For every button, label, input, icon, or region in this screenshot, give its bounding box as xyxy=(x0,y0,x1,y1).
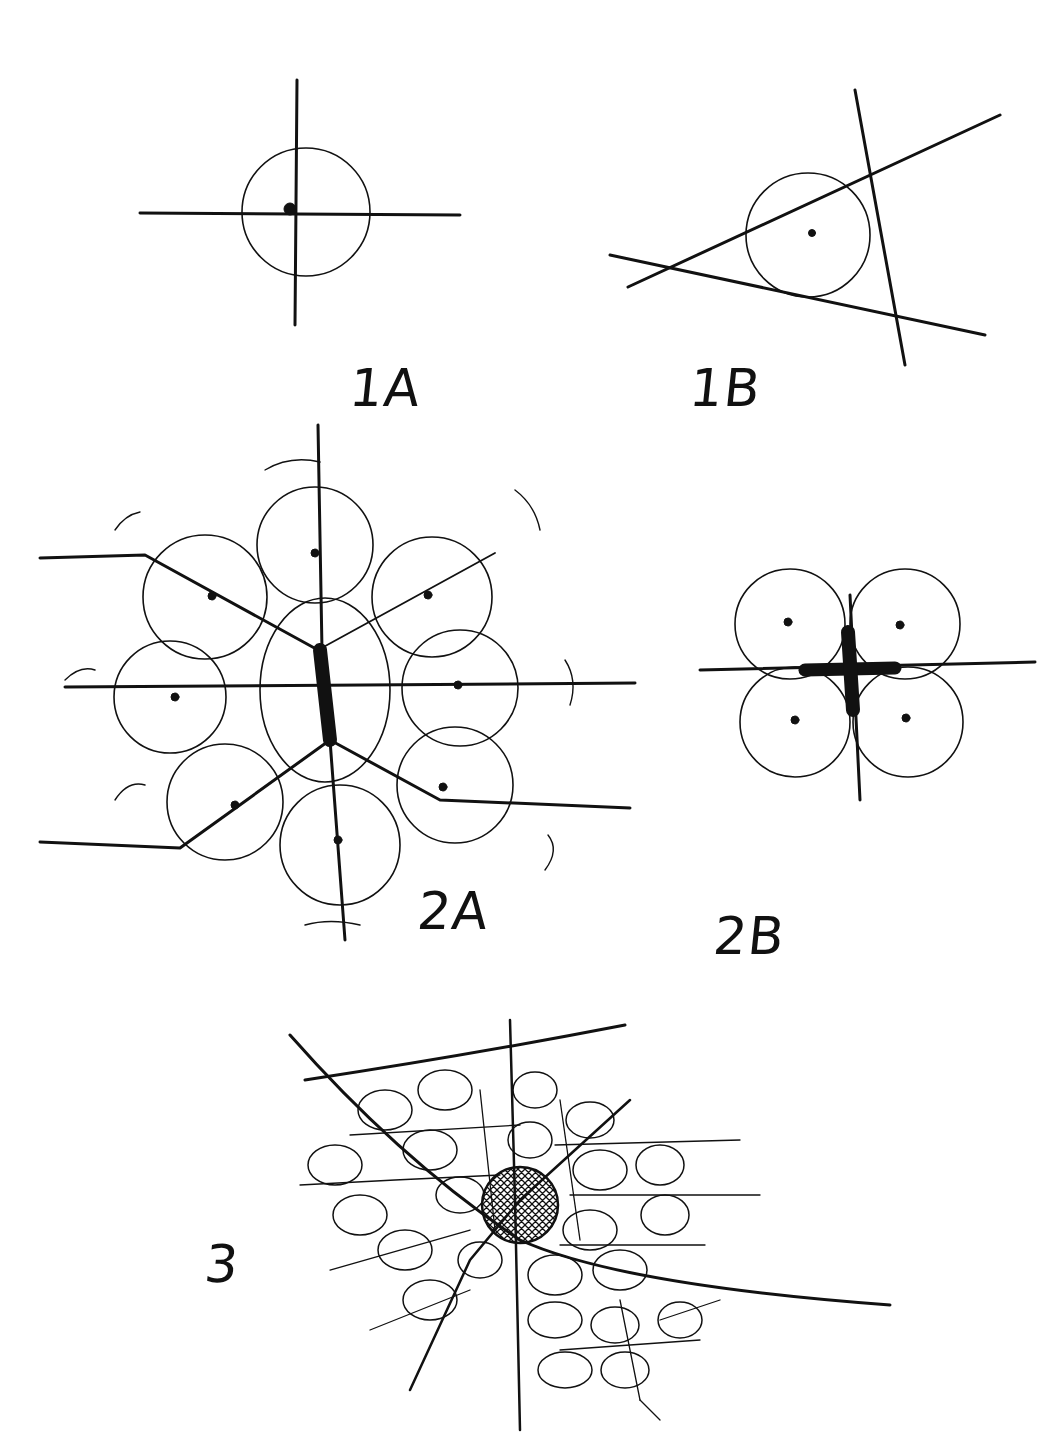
figure-label: 2A xyxy=(415,885,491,937)
figure-2b xyxy=(700,569,1035,800)
figure-1b xyxy=(610,90,1000,365)
figure-3 xyxy=(290,1020,890,1430)
figure-label: 1A xyxy=(347,362,423,414)
figure-label: 1B xyxy=(687,362,763,414)
figure-label: 2B xyxy=(711,910,787,962)
figure-label: 3 xyxy=(202,1238,242,1290)
figure-2a xyxy=(40,425,635,940)
figure-1a xyxy=(140,80,460,325)
